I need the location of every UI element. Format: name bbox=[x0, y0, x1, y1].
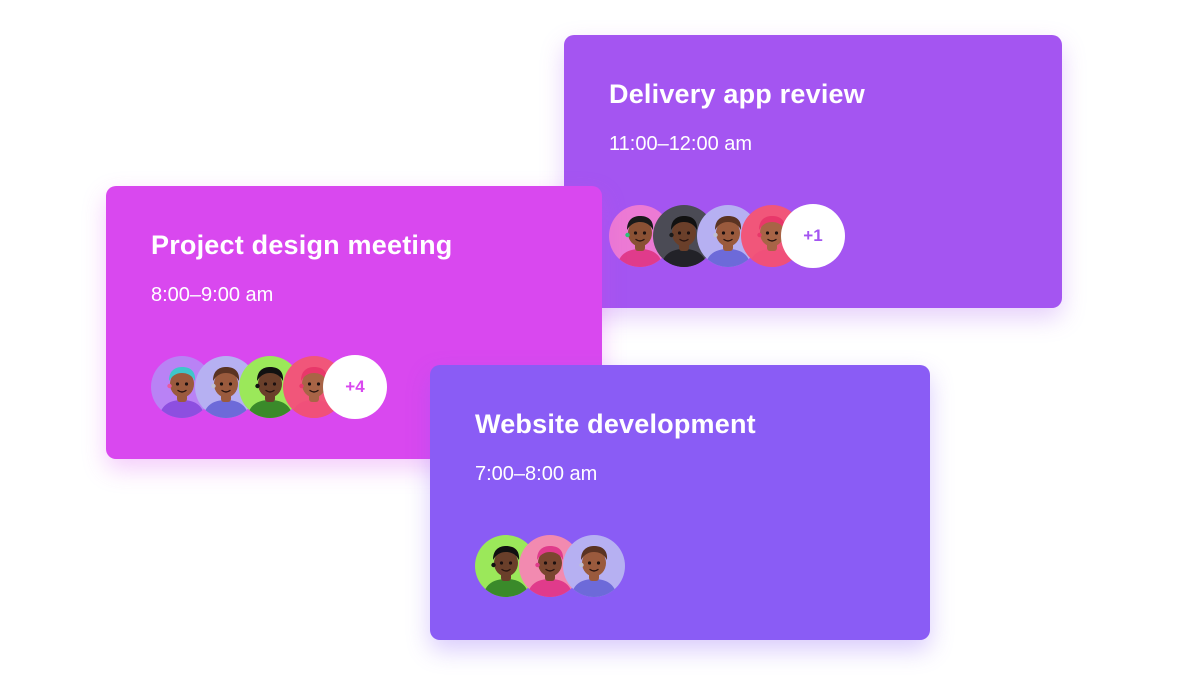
event-title: Delivery app review bbox=[609, 79, 865, 109]
event-title: Project design meeting bbox=[151, 230, 453, 260]
event-time: 11:00–12:00 am bbox=[609, 133, 753, 155]
event-time: 7:00–8:00 am bbox=[475, 463, 598, 485]
more-attendees-badge[interactable]: +4 bbox=[323, 355, 387, 419]
event-card-website-development[interactable]: Website development 7:00–8:00 am bbox=[430, 365, 930, 640]
event-card-delivery-app-review[interactable]: Delivery app review 11:00–12:00 am bbox=[564, 35, 1062, 308]
event-title: Website development bbox=[475, 409, 756, 439]
attendee-avatars: +1 bbox=[609, 203, 845, 269]
attendee-avatar[interactable] bbox=[563, 535, 625, 597]
event-card-project-design-meeting[interactable]: Project design meeting 8:00–9:00 am bbox=[106, 186, 602, 459]
attendee-avatars: +4 bbox=[151, 354, 387, 420]
event-time: 8:00–9:00 am bbox=[151, 284, 274, 306]
more-attendees-badge[interactable]: +1 bbox=[781, 204, 845, 268]
attendee-avatars bbox=[475, 533, 625, 599]
